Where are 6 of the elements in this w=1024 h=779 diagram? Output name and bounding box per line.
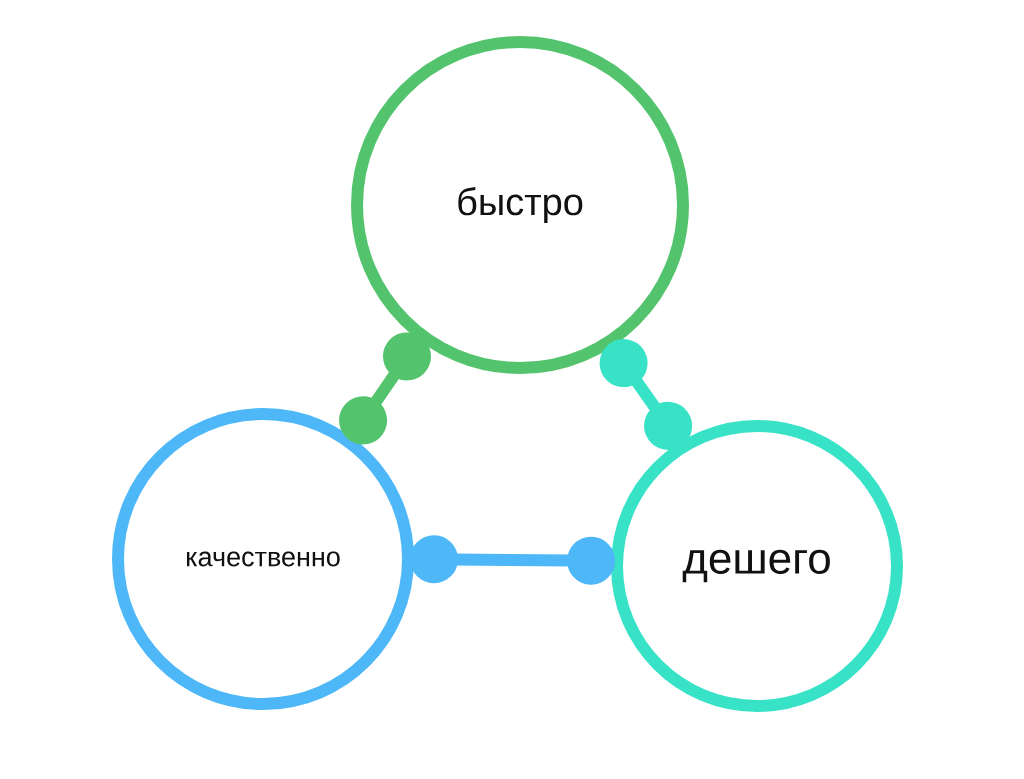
dot-connector xyxy=(410,535,616,585)
circle-node: быстро xyxy=(351,36,689,374)
dot-connector xyxy=(339,332,431,445)
dot-connector xyxy=(599,339,693,450)
circle-node: дешего xyxy=(611,420,903,712)
circle-node: качественно xyxy=(112,408,414,710)
